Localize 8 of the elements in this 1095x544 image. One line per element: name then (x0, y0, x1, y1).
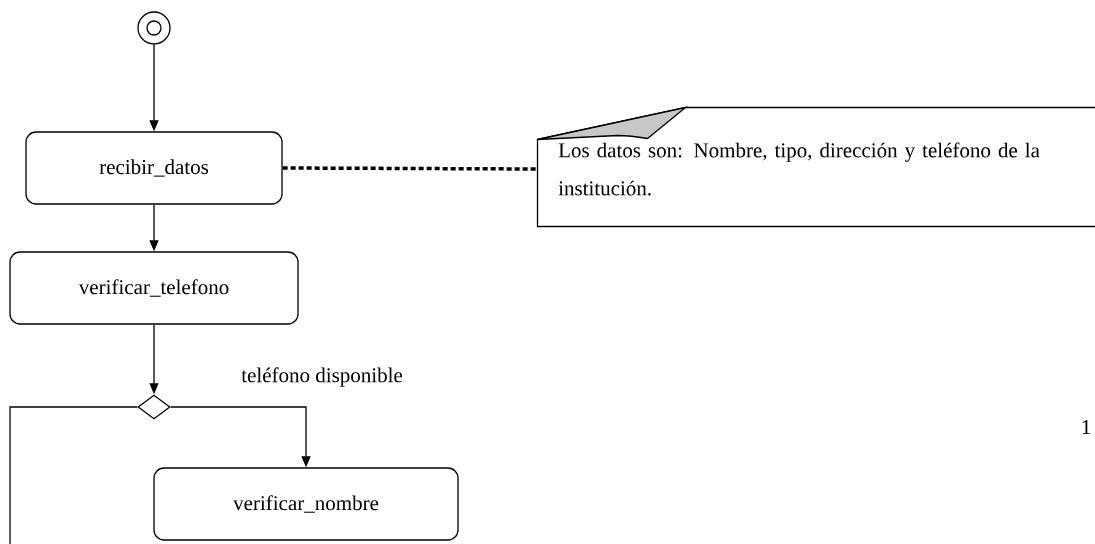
start-node (137, 11, 171, 45)
action-box: recibir_datos (25, 131, 283, 205)
page-number: 1 (1082, 420, 1091, 434)
action-box: verificar_nombre (153, 467, 459, 541)
action-box: verificar_telefono (9, 251, 299, 325)
decision-diamond (137, 394, 171, 420)
edge-label: teléfono disponible (240, 366, 404, 388)
note-box: Los datos son: Nombre, tipo, dirección y teléfono de la institución. (536, 106, 1095, 228)
